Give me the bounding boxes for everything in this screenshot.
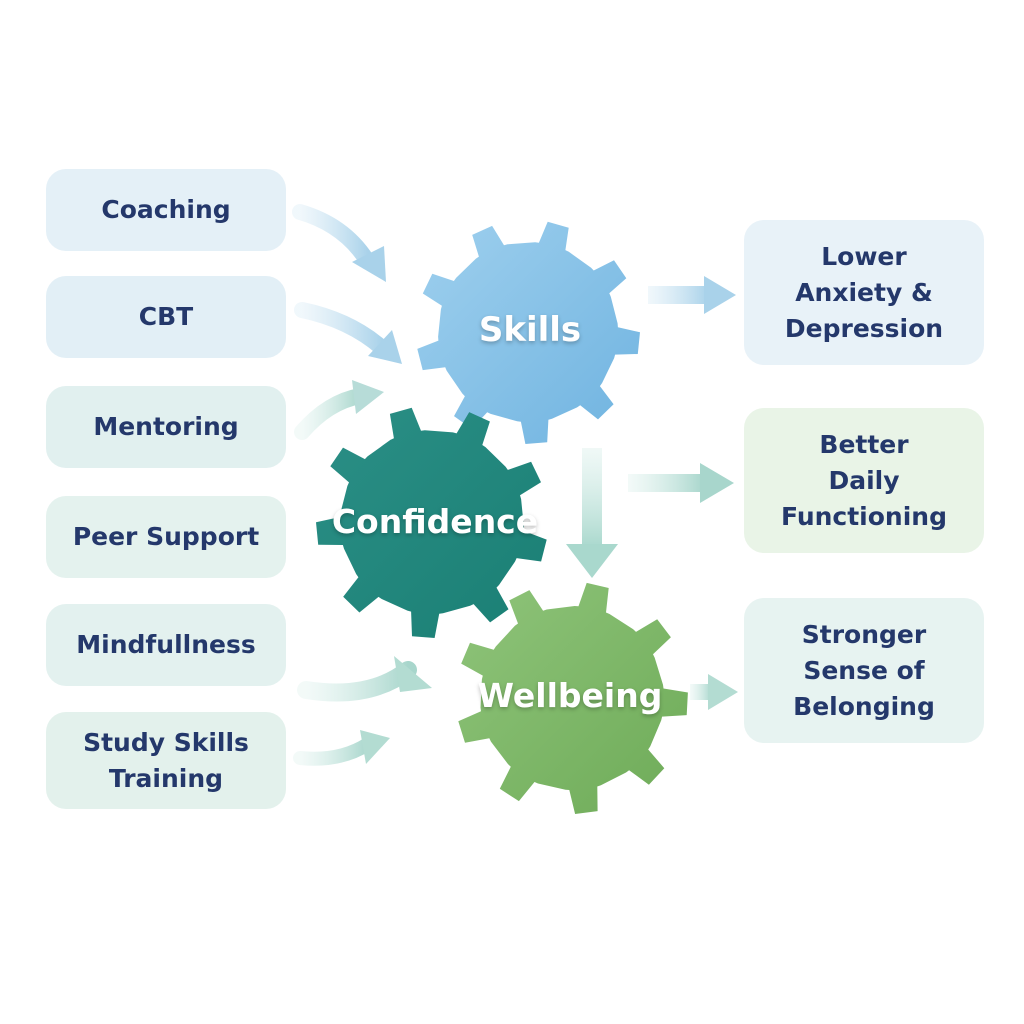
outcome-label: Lower Anxiety & Depression (784, 241, 944, 343)
skills-gear-label: Skills (478, 310, 582, 350)
input-arrow-3 (294, 380, 384, 440)
input-arrow-2 (294, 302, 402, 364)
skills-gear (417, 221, 640, 444)
input-label: Mentoring (93, 412, 239, 441)
input-box-study-skills: Study Skills Training (46, 712, 286, 809)
outcome-label: Stronger Sense of Belonging (793, 619, 935, 721)
input-arrow-6 (293, 730, 390, 766)
skills-to-wellbeing-arrow (566, 448, 618, 578)
wellbeing-gear-label: Wellbeing (477, 676, 663, 715)
input-label: CBT (138, 302, 194, 331)
input-box-mentoring: Mentoring (46, 386, 286, 468)
input-label: Peer Support (72, 522, 260, 551)
confidence-gear-label: Confidence (331, 502, 539, 541)
output-arrow-2 (628, 463, 734, 503)
wellbeing-gear (458, 582, 688, 814)
outcome-box-anxiety: Lower Anxiety & Depression (744, 220, 984, 365)
input-box-cbt: CBT (46, 276, 286, 358)
outcome-label: Better Daily Functioning (780, 429, 947, 531)
input-label: Coaching (101, 195, 231, 224)
output-arrow-3 (690, 674, 738, 710)
input-box-peer-support: Peer Support (46, 496, 286, 578)
input-label: Study Skills Training (83, 727, 249, 793)
input-arrow-5 (297, 656, 432, 702)
outcome-box-belonging: Stronger Sense of Belonging (744, 598, 984, 743)
input-label: Mindfullness (76, 630, 256, 659)
input-box-coaching: Coaching (46, 169, 286, 251)
input-arrow-1 (292, 204, 386, 282)
input-box-mindfulness: Mindfullness (46, 604, 286, 686)
confidence-gear (316, 407, 547, 638)
outcome-box-functioning: Better Daily Functioning (744, 408, 984, 553)
output-arrow-1 (648, 276, 736, 314)
